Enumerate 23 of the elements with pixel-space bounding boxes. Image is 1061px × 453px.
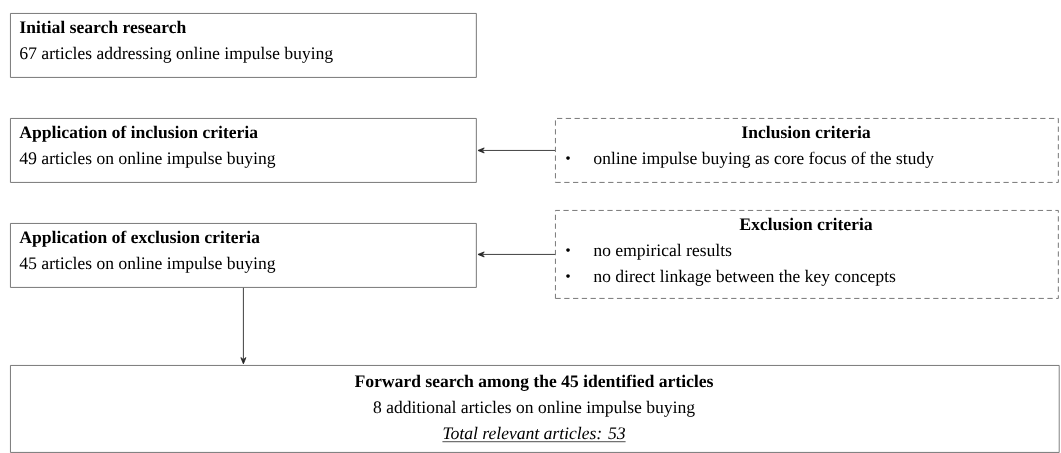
criteria-box <box>555 210 1059 299</box>
process-box <box>10 365 1060 453</box>
total-text: Total relevant articles: 53 <box>442 426 626 443</box>
body-text: 49 articles on online impulse buying <box>19 151 276 168</box>
list-item: online impulse buying as core focus of the study <box>594 151 934 168</box>
criteria-box <box>555 118 1059 183</box>
body-text: 45 articles on online impulse buying <box>19 256 276 273</box>
list-item: no direct linkage between the key concepts <box>593 269 896 286</box>
body-text: 8 additional articles on online impulse buying <box>373 400 695 417</box>
heading: Application of inclusion criteria <box>19 125 258 142</box>
arrow <box>240 287 247 365</box>
heading: Initial search research <box>19 20 186 34</box>
process-box <box>10 118 477 183</box>
body-text: 67 articles addressing online impulse buying <box>20 46 333 63</box>
process-box <box>10 223 477 288</box>
arrow <box>477 251 556 258</box>
heading: Inclusion criteria <box>741 125 871 139</box>
process-box <box>10 13 477 78</box>
heading: Forward search among the 45 identified articles <box>354 374 713 391</box>
list-item: no empirical results <box>593 243 732 260</box>
heading: Application of exclusion criteria <box>19 230 260 247</box>
heading: Exclusion criteria <box>739 217 873 231</box>
arrow <box>477 147 556 154</box>
